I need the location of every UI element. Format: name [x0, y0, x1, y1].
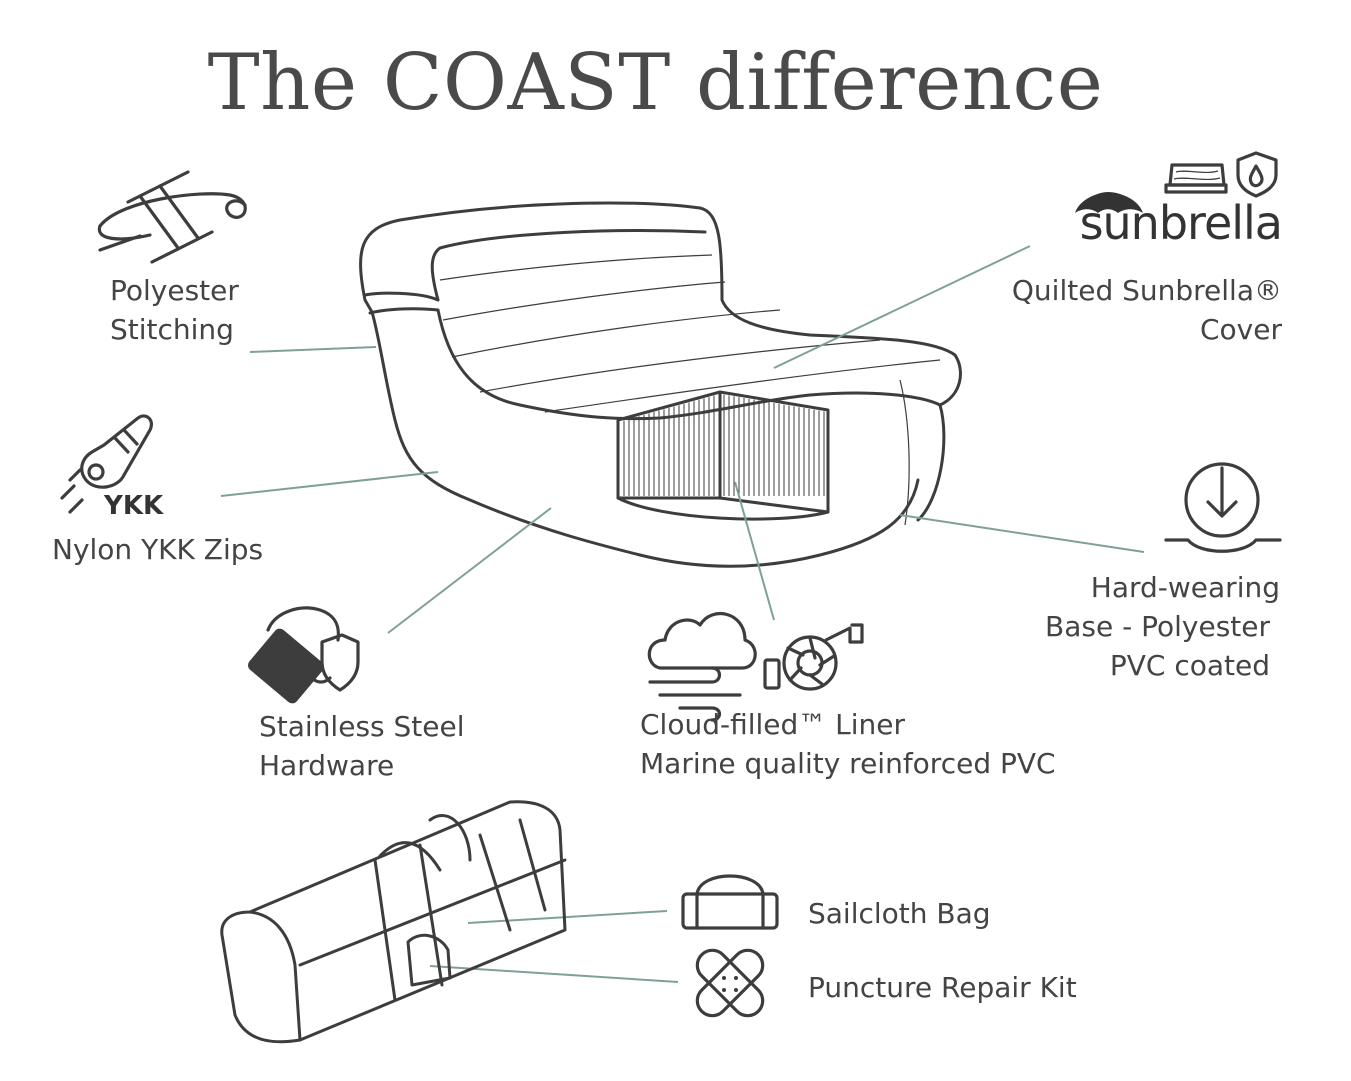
padlock-shield-icon [247, 606, 360, 704]
ykk-logo: YKK [104, 491, 164, 521]
sunbrella-logo: sunbrella [1079, 196, 1283, 250]
thread-spool-icon [97, 170, 247, 264]
label-bag: Sailcloth Bag [808, 897, 991, 930]
label-stitching: Polyester Stitching [110, 274, 239, 346]
water-shield-icon [1236, 151, 1278, 198]
label-zips: Nylon YKK Zips [52, 533, 264, 566]
label-hardware: Stainless Steel Hardware [259, 710, 465, 782]
cloud-wind-icon [647, 611, 757, 722]
bag-icon [681, 874, 779, 930]
zipper-icon [60, 414, 153, 514]
label-cover: Quilted Sunbrella® Cover [1011, 274, 1282, 346]
bandage-icon [695, 948, 765, 1018]
label-repair: Puncture Repair Kit [808, 971, 1077, 1004]
umbrella-icon [1075, 192, 1143, 213]
label-liner: Cloud-filled™ Liner Marine quality reinf… [640, 708, 1056, 780]
mattress-icon [1164, 163, 1228, 194]
bag-illustration [220, 800, 567, 1044]
chair-illustration [359, 201, 962, 568]
aisi-badge: AISI 316 [333, 641, 351, 662]
page-title: The COAST difference [207, 38, 1104, 128]
air-pump-icon [763, 623, 864, 691]
label-base: Hard-wearing Base - Polyester PVC coated [1045, 571, 1280, 682]
base-down-arrow-icon [1164, 462, 1282, 553]
